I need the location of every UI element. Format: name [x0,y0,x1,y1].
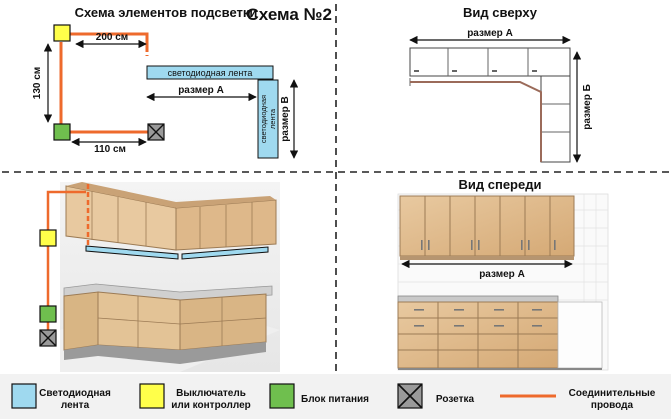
switch-icon [53,24,71,42]
legend-socket-label: Розетка [436,394,475,405]
size-b-label: размер В [280,96,291,142]
top-view-title: Вид сверху [463,5,538,20]
scheme-panel: Схема элементов подсветки Схема №2 200 с… [32,5,332,159]
legend-led-line2: лента [61,400,90,411]
legend-item-socket: Розетка [397,383,475,409]
kitchen-led-left [85,245,179,260]
legend-wire-line1: Соединительные [569,388,656,399]
led-strip-vertical-line2: лента [268,108,277,129]
legend-item-switch: Выключатель или контроллер [139,383,251,411]
scheme-title: Схема элементов подсветки [75,5,258,20]
socket-icon [147,123,165,141]
kitchen-power-icon [39,305,57,323]
top-view-led-line [410,81,542,162]
led-strip-vertical [257,79,279,159]
led-strip-vertical-line1: светодиодная [259,95,268,143]
legend-power-label: Блок питания [301,394,369,405]
kitchen-3d-panel [39,182,280,372]
page-title: Схема №2 [247,5,332,24]
front-view-panel: Вид спереди размер А [397,177,609,371]
kitchen-switch-icon [39,229,57,247]
kitchen-led-right [181,246,269,260]
led-strip-label: светодиодная лента [168,68,253,78]
dim-200: 200 см [96,32,128,43]
front-size-a: размер А [479,269,525,280]
dim-110: 110 см [94,144,126,155]
kitchen-socket-icon [39,329,57,347]
front-view-title: Вид спереди [459,177,542,192]
legend-item-wire: Соединительные провода [500,388,656,411]
legend-item-led: Светодиодная лента [11,383,111,411]
legend-led-line1: Светодиодная [39,388,111,399]
front-upper-cabinets [399,195,575,257]
legend-item-power: Блок питания [269,383,369,409]
legend-wire-line2: провода [591,400,634,411]
top-size-b: размер Б [582,84,593,130]
dim-130: 130 см [32,67,43,99]
led-strip-horizontal [146,65,274,80]
legend-switch-line2: или контроллер [171,400,251,411]
legend-switch-line1: Выключатель [176,388,246,399]
top-view-panel: Вид сверху размер А размер Б [409,5,593,163]
size-a-label: размер А [178,85,224,96]
top-size-a: размер А [467,28,513,39]
legend: Светодиодная лента Выключатель или контр… [0,374,671,419]
power-supply-icon [53,123,71,141]
